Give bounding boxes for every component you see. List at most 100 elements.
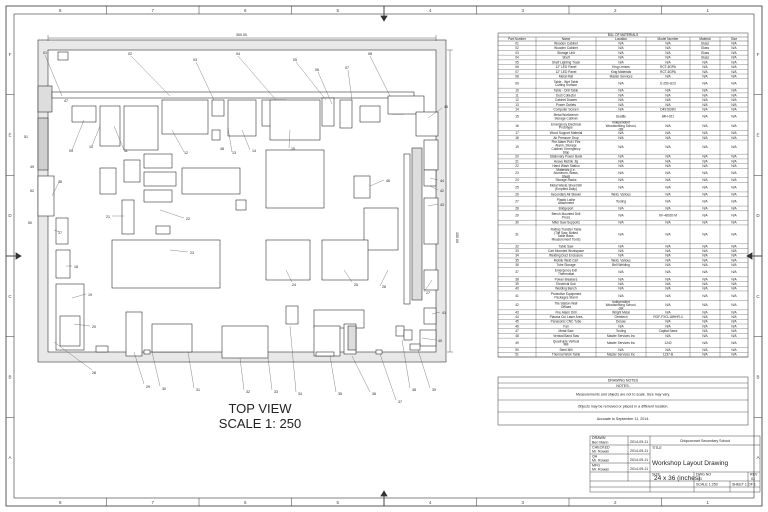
bom-cell: 36 <box>515 263 519 267</box>
bom-cell: N/A <box>665 277 671 281</box>
tb-sheet: SHEET 1 OF 1 <box>732 483 756 487</box>
bom-cell: Measurement Tools) <box>552 238 581 242</box>
bom-cell: N/A <box>618 46 624 50</box>
bom-cell: Metal Waste Sheet Bin <box>550 184 583 188</box>
bom-cell: N/A <box>702 294 708 298</box>
bom-cell: N/A <box>618 178 624 182</box>
callout-label: 43 <box>440 203 444 207</box>
bom-cell: N/A <box>618 324 624 328</box>
zone-row-right: E <box>756 133 759 138</box>
bom-cell: N/A <box>618 232 624 236</box>
bom-cell: N/A <box>702 341 708 345</box>
bom-cell: 29 <box>515 214 519 218</box>
bom-cell: Air Pressure Drop <box>553 136 579 140</box>
bom-cell: N/A <box>731 46 737 50</box>
bom-cell: RCT-6GPA <box>660 70 677 74</box>
callout-label: 35 <box>338 392 342 396</box>
callout-label: 22 <box>186 217 190 221</box>
tb-title-label: TITLE <box>652 446 662 450</box>
bom-cell: N/A <box>618 277 624 281</box>
bom-cell: N/A <box>731 192 737 196</box>
bom-cell: Thermostat <box>558 272 574 276</box>
bom-cell: Miter Saw Supports <box>552 221 580 225</box>
bom-cell: Protective Equipment <box>551 292 581 296</box>
callout-label: 10 <box>89 145 93 149</box>
bom-cell: Heavy Mobile Jig <box>554 159 578 163</box>
bom-cell: 84H-021 <box>662 115 674 119</box>
bom-cell: N/A <box>702 192 708 196</box>
bom-cell: Cabinet Drawer <box>555 98 578 102</box>
bom-cell: Seattle <box>616 115 626 119</box>
tb-checked-date: 2014-09-11 <box>630 449 648 453</box>
bom-cell: Rolling Transfer Table <box>551 227 582 231</box>
callout-label: 31 <box>196 388 200 392</box>
callout-label: 23 <box>190 251 194 255</box>
bom-cell: N/A <box>731 98 737 102</box>
width-dimension: 300.00 <box>236 33 247 37</box>
bom-cell: 51 <box>515 353 519 357</box>
bom-cell: N/A <box>731 115 737 119</box>
zone-col-bottom: 1 <box>706 500 709 505</box>
bom-cell: Deluxe <box>616 320 626 324</box>
bom-cell: Master Services Inc <box>607 334 635 338</box>
bom-cell: N/A <box>618 131 624 135</box>
bom-cell: N/A <box>618 207 624 211</box>
bom-cell: N/A <box>618 282 624 286</box>
bom-cell: N/A <box>618 145 624 149</box>
bom-cell: 50 <box>515 348 519 352</box>
bom-cell: N/A <box>731 303 737 307</box>
zone-col-top: 1 <box>706 8 709 13</box>
bom-cell: N/A <box>731 41 737 45</box>
tb-mfg-date: 2014-09-11 <box>630 467 648 471</box>
tb-checked-label: CHECKED <box>592 446 610 450</box>
bom-cell: 08 <box>515 74 519 78</box>
bom-cell: 01 <box>515 41 519 45</box>
bom-cell: N/A <box>731 136 737 140</box>
bom-cell: N/A <box>702 263 708 267</box>
bom-cell: N/A <box>731 124 737 128</box>
bom-cell: N/A <box>702 258 708 262</box>
bom-cell: N/A <box>618 244 624 248</box>
callout-label: 47 <box>64 99 68 103</box>
bom-cell: N/A <box>702 214 708 218</box>
bom-cell: N/A <box>731 185 737 189</box>
bom-cell: Stationary Power Bank <box>550 155 583 159</box>
bom-cell: Offload <box>561 305 571 309</box>
bom-cell: Mobile Weld Cart <box>554 258 579 262</box>
bom-cell: Master Services Inc <box>607 341 635 345</box>
bom-cell: N/A <box>731 263 737 267</box>
zone-row-left: A <box>8 455 11 460</box>
callout-label: 41 <box>442 311 446 315</box>
bom-cell: Prototype <box>559 126 573 130</box>
tb-drawn-date: 2014-09-11 <box>630 440 648 444</box>
bom-cell: Secondary Air Blower <box>551 192 582 196</box>
bom-cell: 39 <box>515 282 519 286</box>
bom-cell: 06 <box>515 65 519 69</box>
bom-cell: N/A <box>731 353 737 357</box>
bom-cell: N/A <box>665 244 671 248</box>
bom-cell: N/A <box>702 185 708 189</box>
callout-label: 52 <box>30 189 34 193</box>
bom-cell: N/A <box>618 103 624 107</box>
bom-cell: N/A <box>618 294 624 298</box>
bom-cell: 1237-B <box>663 353 673 357</box>
bom-cell: N/A <box>702 164 708 168</box>
note-3: Accurate to September 11, 2014. <box>597 417 649 421</box>
zone-col-bottom: 4 <box>429 500 432 505</box>
bom-cell: 12" LED Panel <box>556 65 577 69</box>
bom-cell: N/A <box>618 89 624 93</box>
bom-cell: Weld, Various <box>611 192 631 196</box>
bom-cell: 40 <box>515 287 519 291</box>
tb-mfg-by: Mr. Rowan <box>592 468 609 472</box>
bom-cell: Electrical Sub <box>556 282 576 286</box>
bom-cell: N/A <box>702 303 708 307</box>
bom-cell: Wood Support Material <box>550 131 583 135</box>
bom-cell: N/A <box>731 214 737 218</box>
zone-row-left: C <box>8 294 12 299</box>
callout-label: 48 <box>220 147 224 151</box>
bom-cell: Glass <box>701 51 710 55</box>
drawing-notes: DRAWING NOTES NOTES: Measurements and ob… <box>497 376 749 426</box>
bom-cell: Storage Unit <box>557 51 575 55</box>
bom-cell: N/A <box>702 249 708 253</box>
